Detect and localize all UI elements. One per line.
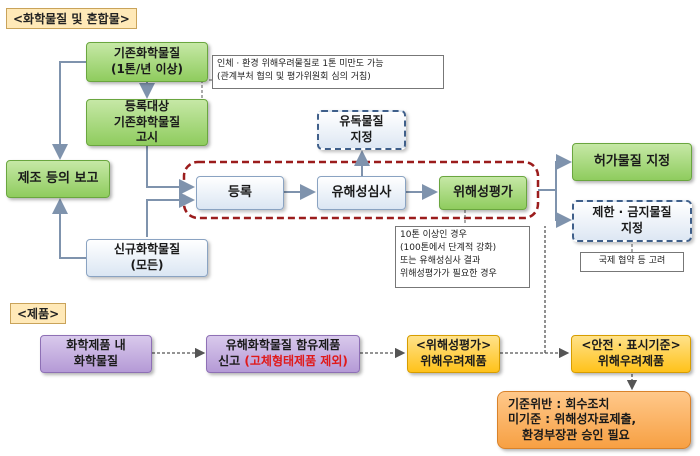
node-line: 화학제품 내 [66, 338, 126, 353]
note-under-1-ton: 인체 · 환경 위해우려물질로 1톤 미만도 가능 (관계부처 협의 및 평가위… [212, 55, 444, 89]
solid-product-exclusion-text: (고체형태제품 제외) [244, 354, 348, 368]
hazard-review-node: 유해성심사 [317, 176, 406, 210]
declaration-label: 신고 [218, 354, 245, 368]
toxic-substance-designation-node: 유독물질 지정 [317, 110, 406, 150]
section-label-chemicals: <화학물질 및 혼합물> [6, 8, 137, 29]
note-line: 10톤 이상인 경우 [400, 230, 467, 240]
note-line: (관계부처 협의 및 평가위원회 심의 거침) [217, 72, 371, 83]
node-line: 제조 등의 보고 [17, 170, 99, 186]
node-line: 화학물질 [73, 354, 119, 368]
node-line: 기존화학물질 [113, 114, 181, 129]
restricted-banned-substance-node: 제한 · 금지물질 지정 [572, 200, 692, 242]
node-line: 고시 [135, 130, 159, 145]
node-line: 위해우려제품 [597, 354, 665, 368]
node-line: 기준위반 : 회수조치 [508, 396, 610, 411]
node-line: (1톤/년 이상) [110, 62, 184, 76]
product-risk-assessment-node: <위해성평가> 위해우려제품 [407, 335, 500, 373]
note-line: 인체 · 환경 위해우려물질로 1톤 미만도 가능 [217, 59, 384, 69]
node-line: (모든) [130, 258, 164, 272]
node-line: 신규화학물질 [113, 242, 181, 257]
node-line: 위해성평가 [453, 184, 513, 200]
registration-target-announcement-node: 등록대상 기존화학물질 고시 [86, 99, 208, 146]
note-over-10-ton: 10톤 이상인 경우 (100톤에서 단계적 강화) 또는 유해성심사 결과 위… [395, 226, 530, 288]
existing-chemicals-node: 기존화학물질 (1톤/년 이상) [86, 42, 208, 82]
node-line: 환경부장관 승인 필요 [522, 427, 630, 442]
node-line: 위해우려제품 [420, 354, 487, 368]
note-line: (100톤에서 단계적 강화) [400, 243, 497, 254]
node-line: <위해성평가> [415, 338, 492, 353]
node-line: 미기준 : 위해성자료제출, [508, 412, 637, 427]
risk-assessment-node: 위해성평가 [439, 176, 527, 210]
note-line: 국제 협약 등 고려 [598, 256, 666, 266]
new-chemicals-node: 신규화학물질 (모든) [86, 239, 208, 277]
node-line: 허가물질 지정 [593, 153, 671, 169]
node-line: <안전 · 표시기준> [581, 338, 681, 353]
safety-labeling-standard-node: <안전 · 표시기준> 위해우려제품 [571, 335, 691, 373]
node-line: 신고 (고체형태제품 제외) [218, 354, 348, 370]
note-line: 위해성평가가 필요한 경우 [400, 269, 497, 280]
node-line: 유해화학물질 함유제품 [225, 338, 341, 353]
registration-node: 등록 [196, 176, 284, 210]
node-line: 유독물질 [339, 114, 384, 129]
node-line: 기존화학물질 [113, 46, 181, 61]
node-line: 지정 [620, 221, 644, 235]
hazardous-product-declaration-node: 유해화학물질 함유제품 신고 (고체형태제품 제외) [206, 335, 360, 373]
violation-action-node: 기준위반 : 회수조치 미기준 : 위해성자료제출, 환경부장관 승인 필요 [497, 391, 691, 449]
node-line: 등록 [228, 184, 252, 200]
node-line: 지정 [350, 130, 373, 144]
node-line: 유해성심사 [331, 184, 392, 200]
node-line: 제한 · 금지물질 [592, 205, 672, 220]
section-label-products: <제품> [10, 303, 67, 324]
permitted-substance-designation-node: 허가물질 지정 [572, 143, 692, 181]
node-line: 등록대상 [124, 99, 170, 114]
manufacture-report-node: 제조 등의 보고 [6, 160, 110, 198]
note-international-agreements: 국제 협약 등 고려 [580, 252, 684, 272]
note-line: 또는 유해성심사 결과 [400, 256, 481, 267]
chemicals-in-products-node: 화학제품 내 화학물질 [40, 335, 152, 373]
